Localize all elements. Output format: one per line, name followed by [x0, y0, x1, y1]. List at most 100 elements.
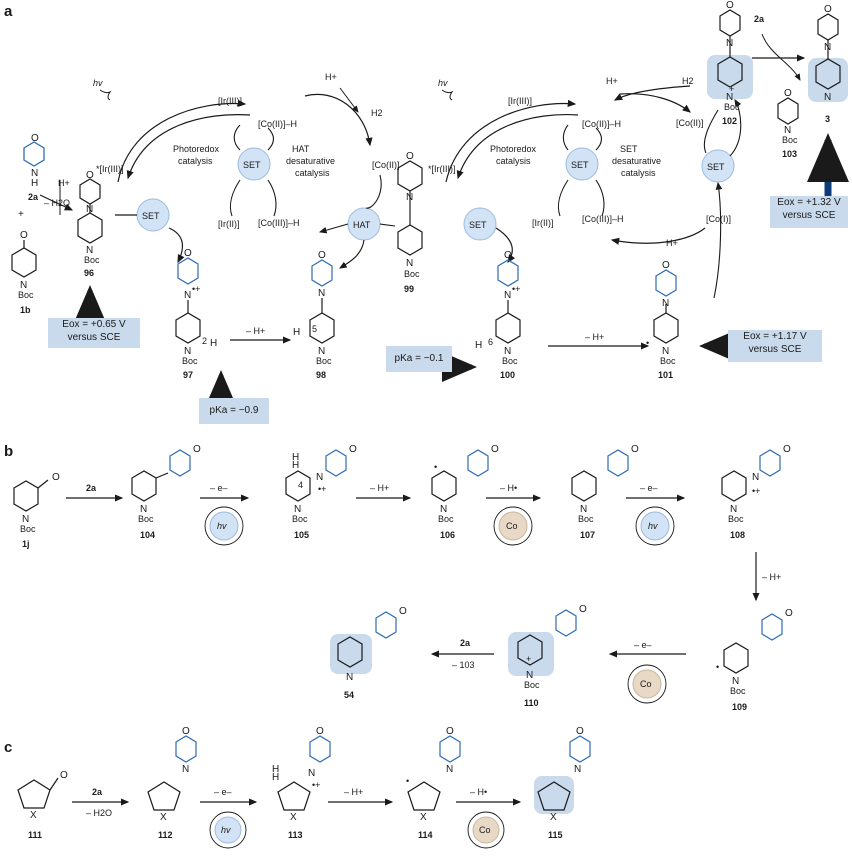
atom-N: N	[440, 504, 447, 515]
atom-N: N	[580, 504, 587, 515]
atom-N: N	[86, 204, 93, 215]
hv-node: hv	[217, 521, 227, 531]
atom-O: O	[60, 770, 68, 781]
morpholine-105	[325, 449, 347, 477]
minus-hplus-label: – H+	[762, 572, 781, 582]
boc-label: Boc	[730, 686, 746, 696]
radical-cation: •+	[312, 780, 320, 790]
boc-label: Boc	[578, 514, 594, 524]
ring-108	[721, 470, 747, 502]
hv-label: hv	[438, 78, 448, 88]
morpholine-101	[655, 269, 677, 297]
compound-108: 108	[730, 530, 745, 540]
ring-97	[175, 300, 201, 344]
atom-H: H	[475, 340, 482, 351]
co2h-label: [Co(II)]–H	[258, 119, 297, 129]
atom-N: N	[316, 472, 323, 483]
atom-N: N	[662, 346, 669, 357]
compound-102: 102	[722, 116, 737, 126]
minus-e-label: – e–	[214, 787, 232, 797]
compound-103: 103	[782, 149, 797, 159]
co3h-label: [Co(III)]–H	[258, 218, 300, 228]
morpholine-98	[311, 259, 333, 287]
hplus-label: H+	[58, 178, 70, 188]
hv-label: hv	[93, 78, 103, 88]
ring-100	[495, 300, 521, 344]
atom-O: O	[504, 250, 512, 261]
hplus-label: H+	[666, 238, 678, 248]
compound-105: 105	[294, 530, 309, 540]
ring-101	[653, 304, 679, 344]
atom-O: O	[784, 88, 792, 99]
reagent-2a-label: 2a	[460, 638, 471, 648]
atom-O: O	[193, 444, 201, 455]
pyridine-3	[815, 13, 841, 90]
minus-hdot-label: – H•	[500, 483, 517, 493]
atom-O: O	[182, 726, 190, 737]
position-5: 5	[312, 324, 317, 334]
ir3-label: [Ir(III)]	[508, 96, 532, 106]
boc-label: Boc	[84, 255, 100, 265]
plus-charge: +	[729, 84, 734, 94]
compound-107: 107	[580, 530, 595, 540]
atom-O: O	[31, 133, 39, 144]
panel-label-a: a	[4, 3, 13, 20]
position-6: 6	[488, 337, 493, 347]
eox-101-box: Eox = +1.17 V versus SCE	[728, 330, 822, 362]
pka-97-value: pKa = −0.9	[209, 405, 259, 416]
position-2: 2	[202, 336, 207, 346]
atom-O: O	[318, 250, 326, 261]
co1-label: [Co(I)]	[706, 214, 731, 224]
panel-label-c: c	[4, 739, 12, 756]
atom-N: N	[318, 288, 325, 299]
plus-sign: +	[18, 209, 24, 220]
compound-3: 3	[825, 114, 830, 124]
atom-N: N	[294, 504, 301, 515]
reagent-2a-label: 2a	[86, 483, 97, 493]
atom-O: O	[824, 4, 832, 15]
atom-H: H	[292, 452, 299, 463]
pyridine-54	[337, 636, 363, 668]
atom-N: N	[140, 504, 147, 515]
atom-X: X	[420, 812, 427, 823]
h2-label: H2	[371, 108, 383, 118]
ir3-excited-label: *[Ir(III)]	[96, 164, 124, 174]
boc-label: Boc	[724, 102, 740, 112]
hv-node: hv	[648, 521, 658, 531]
morpholine-104	[169, 449, 191, 477]
ir3-label: [Ir(III)]	[218, 96, 242, 106]
ir2-label: [Ir(II)]	[532, 218, 554, 228]
eox-96-ref: versus SCE	[67, 332, 121, 343]
boc-label: Boc	[138, 514, 154, 524]
compound-114: 114	[418, 830, 433, 840]
morpholine-2a	[23, 141, 45, 167]
dienamine-99	[397, 160, 423, 256]
minus-h2o-label: – H2O	[44, 198, 70, 208]
boc-label: Boc	[438, 514, 454, 524]
radical-cation: •+	[752, 486, 760, 496]
atom-O: O	[631, 444, 639, 455]
panel-label-b: b	[4, 443, 13, 460]
co-node: Co	[479, 825, 491, 835]
minus-h2o-label: – H2O	[86, 808, 112, 818]
atom-N: N	[346, 672, 353, 683]
atom-N: N	[824, 42, 831, 53]
compound-97: 97	[183, 370, 193, 380]
ring-109	[723, 642, 749, 674]
ir3-excited-label: *[Ir(III)]	[428, 164, 456, 174]
atom-O: O	[86, 170, 94, 181]
atom-N: N	[182, 764, 189, 775]
atom-N: N	[406, 192, 413, 203]
atom-N: N	[574, 764, 581, 775]
atom-H: H	[293, 327, 300, 338]
boc-label: Boc	[316, 356, 332, 366]
minus-e-label: – e–	[640, 483, 658, 493]
atom-O: O	[399, 606, 407, 617]
ring-105	[285, 470, 311, 502]
minus-hplus-label: – H+	[246, 326, 265, 336]
atom-O: O	[446, 726, 454, 737]
morpholine-110	[555, 609, 577, 637]
atom-N: N	[446, 764, 453, 775]
